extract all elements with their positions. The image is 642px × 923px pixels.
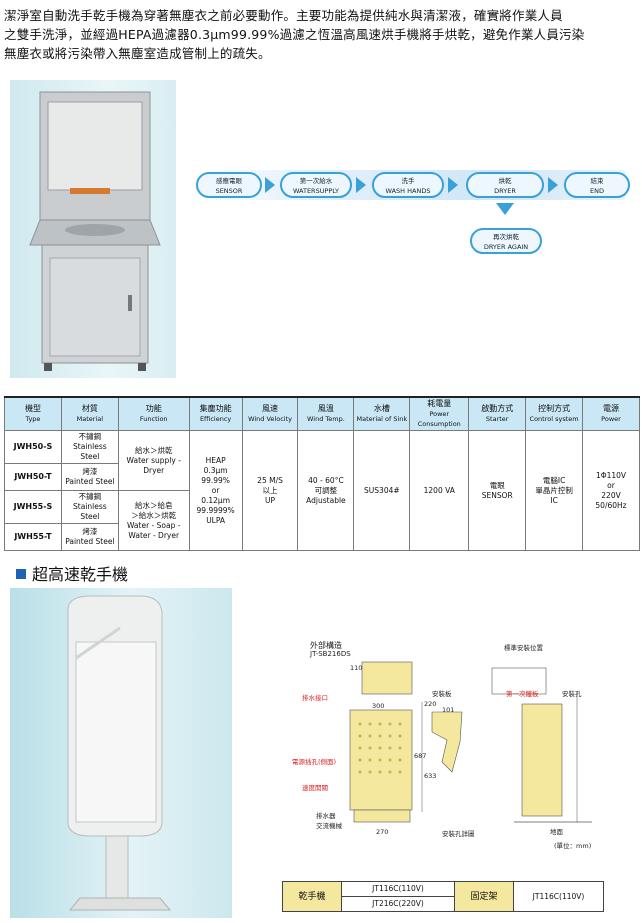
square-bullet-icon bbox=[16, 569, 26, 579]
dim-101: 101 bbox=[442, 706, 455, 714]
label-drain: 排水接口 bbox=[302, 694, 328, 702]
intro-line-1: 潔淨室自動洗手乾手機為穿著無塵衣之前必要動作。主要功能為提供純水與清潔液，確實將… bbox=[4, 8, 563, 23]
wash-station-photo bbox=[10, 80, 176, 378]
intro-paragraph: 潔淨室自動洗手乾手機為穿著無塵衣之前必要動作。主要功能為提供純水與清潔液，確實將… bbox=[4, 6, 636, 63]
flow-arrow-icon bbox=[548, 177, 558, 193]
flow-arrow-icon bbox=[356, 177, 366, 193]
label-mount-hole: 安裝孔 bbox=[562, 690, 582, 698]
dim-687: 687 bbox=[414, 752, 427, 760]
flow-arrow-icon bbox=[448, 177, 458, 193]
section-title: 超高速乾手機 bbox=[32, 565, 129, 584]
table-row: JT216C(220V) bbox=[283, 896, 604, 912]
cell-type: JWH50-S bbox=[4, 430, 62, 464]
label-floor: 地面 bbox=[550, 828, 563, 836]
dim-633: 633 bbox=[424, 772, 437, 780]
cell-dryer-model-b: JT216C(220V) bbox=[341, 896, 455, 912]
cell-bracket-model: JT116C(110V) bbox=[513, 881, 604, 912]
label-speed-switch: 速度開關 bbox=[302, 784, 328, 792]
label-mount-plate: 安裝板 bbox=[432, 690, 452, 698]
technical-drawing: 外部構造 JT-SB216DS 標準安裝位置 排水接口 電源插孔(側面) 速度開… bbox=[292, 632, 628, 854]
model-table: 乾手機 JT116C(110V) 固定架 JT116C(110V) JT216C… bbox=[282, 881, 604, 912]
label-drain-unit: 排水器 bbox=[316, 812, 336, 820]
flow-down-arrow-icon bbox=[496, 203, 514, 215]
intro-line-3: 無塵衣或將污染帶入無塵室造成管制上的疏失。 bbox=[4, 46, 271, 61]
label-power-socket: 電源插孔(側面) bbox=[292, 758, 337, 766]
dim-300: 300 bbox=[372, 702, 385, 710]
cell-type: JWH55-S bbox=[4, 490, 62, 524]
cell-sink: SUS304# bbox=[353, 430, 411, 551]
drawing-title: 外部構造 bbox=[310, 641, 342, 650]
label-first-plate: 第一次鐵板 bbox=[506, 690, 539, 698]
cell-bracket-label: 固定架 bbox=[454, 881, 514, 912]
cell-power-consumption: 1200 VA bbox=[409, 430, 470, 551]
hand-dryer-photo bbox=[10, 588, 232, 918]
cell-dryer-label: 乾手機 bbox=[282, 881, 342, 912]
dim-270: 270 bbox=[376, 828, 389, 836]
cell-dryer-model-a: JT116C(110V) bbox=[341, 881, 455, 897]
flow-arrow-icon bbox=[265, 177, 275, 193]
drawing-model: JT-SB216DS bbox=[310, 650, 351, 658]
cell-type: JWH50-T bbox=[4, 463, 62, 491]
drawing-unit: (單位：mm) bbox=[554, 842, 592, 850]
table-row: 乾手機 JT116C(110V) 固定架 JT116C(110V) bbox=[282, 881, 604, 912]
section-heading: 超高速乾手機 bbox=[16, 561, 128, 585]
label-hole-detail: 安裝孔詳圖 bbox=[442, 830, 475, 838]
drawing-title-right: 標準安裝位置 bbox=[504, 644, 543, 652]
dim-220: 220 bbox=[424, 700, 437, 708]
label-ac-mech: 交流機械 bbox=[316, 822, 342, 830]
cell-type: JWH55-T bbox=[4, 523, 62, 551]
intro-line-2: 之雙手洗淨，並經過HEPA過濾器0.3μm99.99%過濾之恆溫高風速烘手機將手… bbox=[4, 27, 585, 42]
dim-110: 110 bbox=[350, 664, 363, 672]
